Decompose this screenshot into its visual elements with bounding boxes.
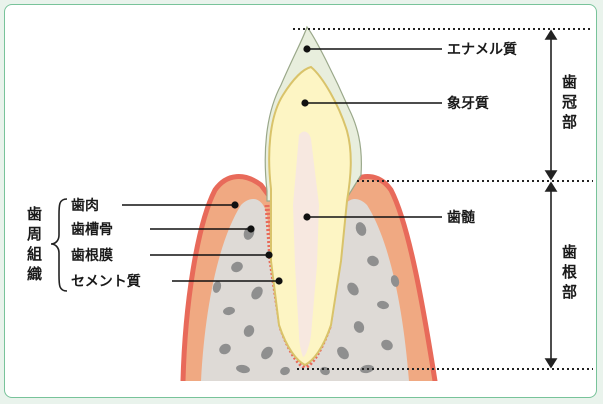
crown-part-label: 歯 冠 部: [562, 73, 577, 131]
periodontium-char: 織: [27, 265, 42, 283]
tooth-anatomy-diagram: エナメル質 象牙質 歯髄 歯肉 歯槽骨 歯根膜 セメント質 歯 周 組 織 歯 …: [5, 5, 597, 398]
periodontal-ligament-label: 歯根膜: [71, 247, 113, 264]
crown-arrow: [546, 31, 556, 179]
crown-char: 歯: [562, 73, 577, 91]
root-arrow: [546, 183, 556, 367]
root-char: 部: [562, 283, 577, 301]
periodontium-label: 歯 周 組 織: [27, 205, 42, 283]
root-char: 根: [562, 263, 577, 281]
diagram-frame: エナメル質 象牙質 歯髄 歯肉 歯槽骨 歯根膜 セメント質 歯 周 組 織 歯 …: [4, 4, 597, 398]
crown-char: 冠: [562, 93, 577, 111]
periodontium-brace: [51, 199, 67, 291]
crown-char: 部: [562, 113, 577, 131]
pulp-label: 歯髄: [447, 209, 476, 226]
root-part-label: 歯 根 部: [562, 243, 577, 301]
root-char: 歯: [562, 243, 577, 261]
periodontium-char: 歯: [27, 205, 42, 223]
alveolar-bone-label: 歯槽骨: [71, 221, 113, 238]
enamel-label: エナメル質: [447, 41, 517, 58]
dentin-label: 象牙質: [447, 95, 489, 112]
cementum-label: セメント質: [71, 273, 141, 290]
periodontium-char: 周: [27, 225, 42, 243]
periodontium-char: 組: [27, 245, 42, 263]
gingiva-label: 歯肉: [71, 197, 99, 214]
